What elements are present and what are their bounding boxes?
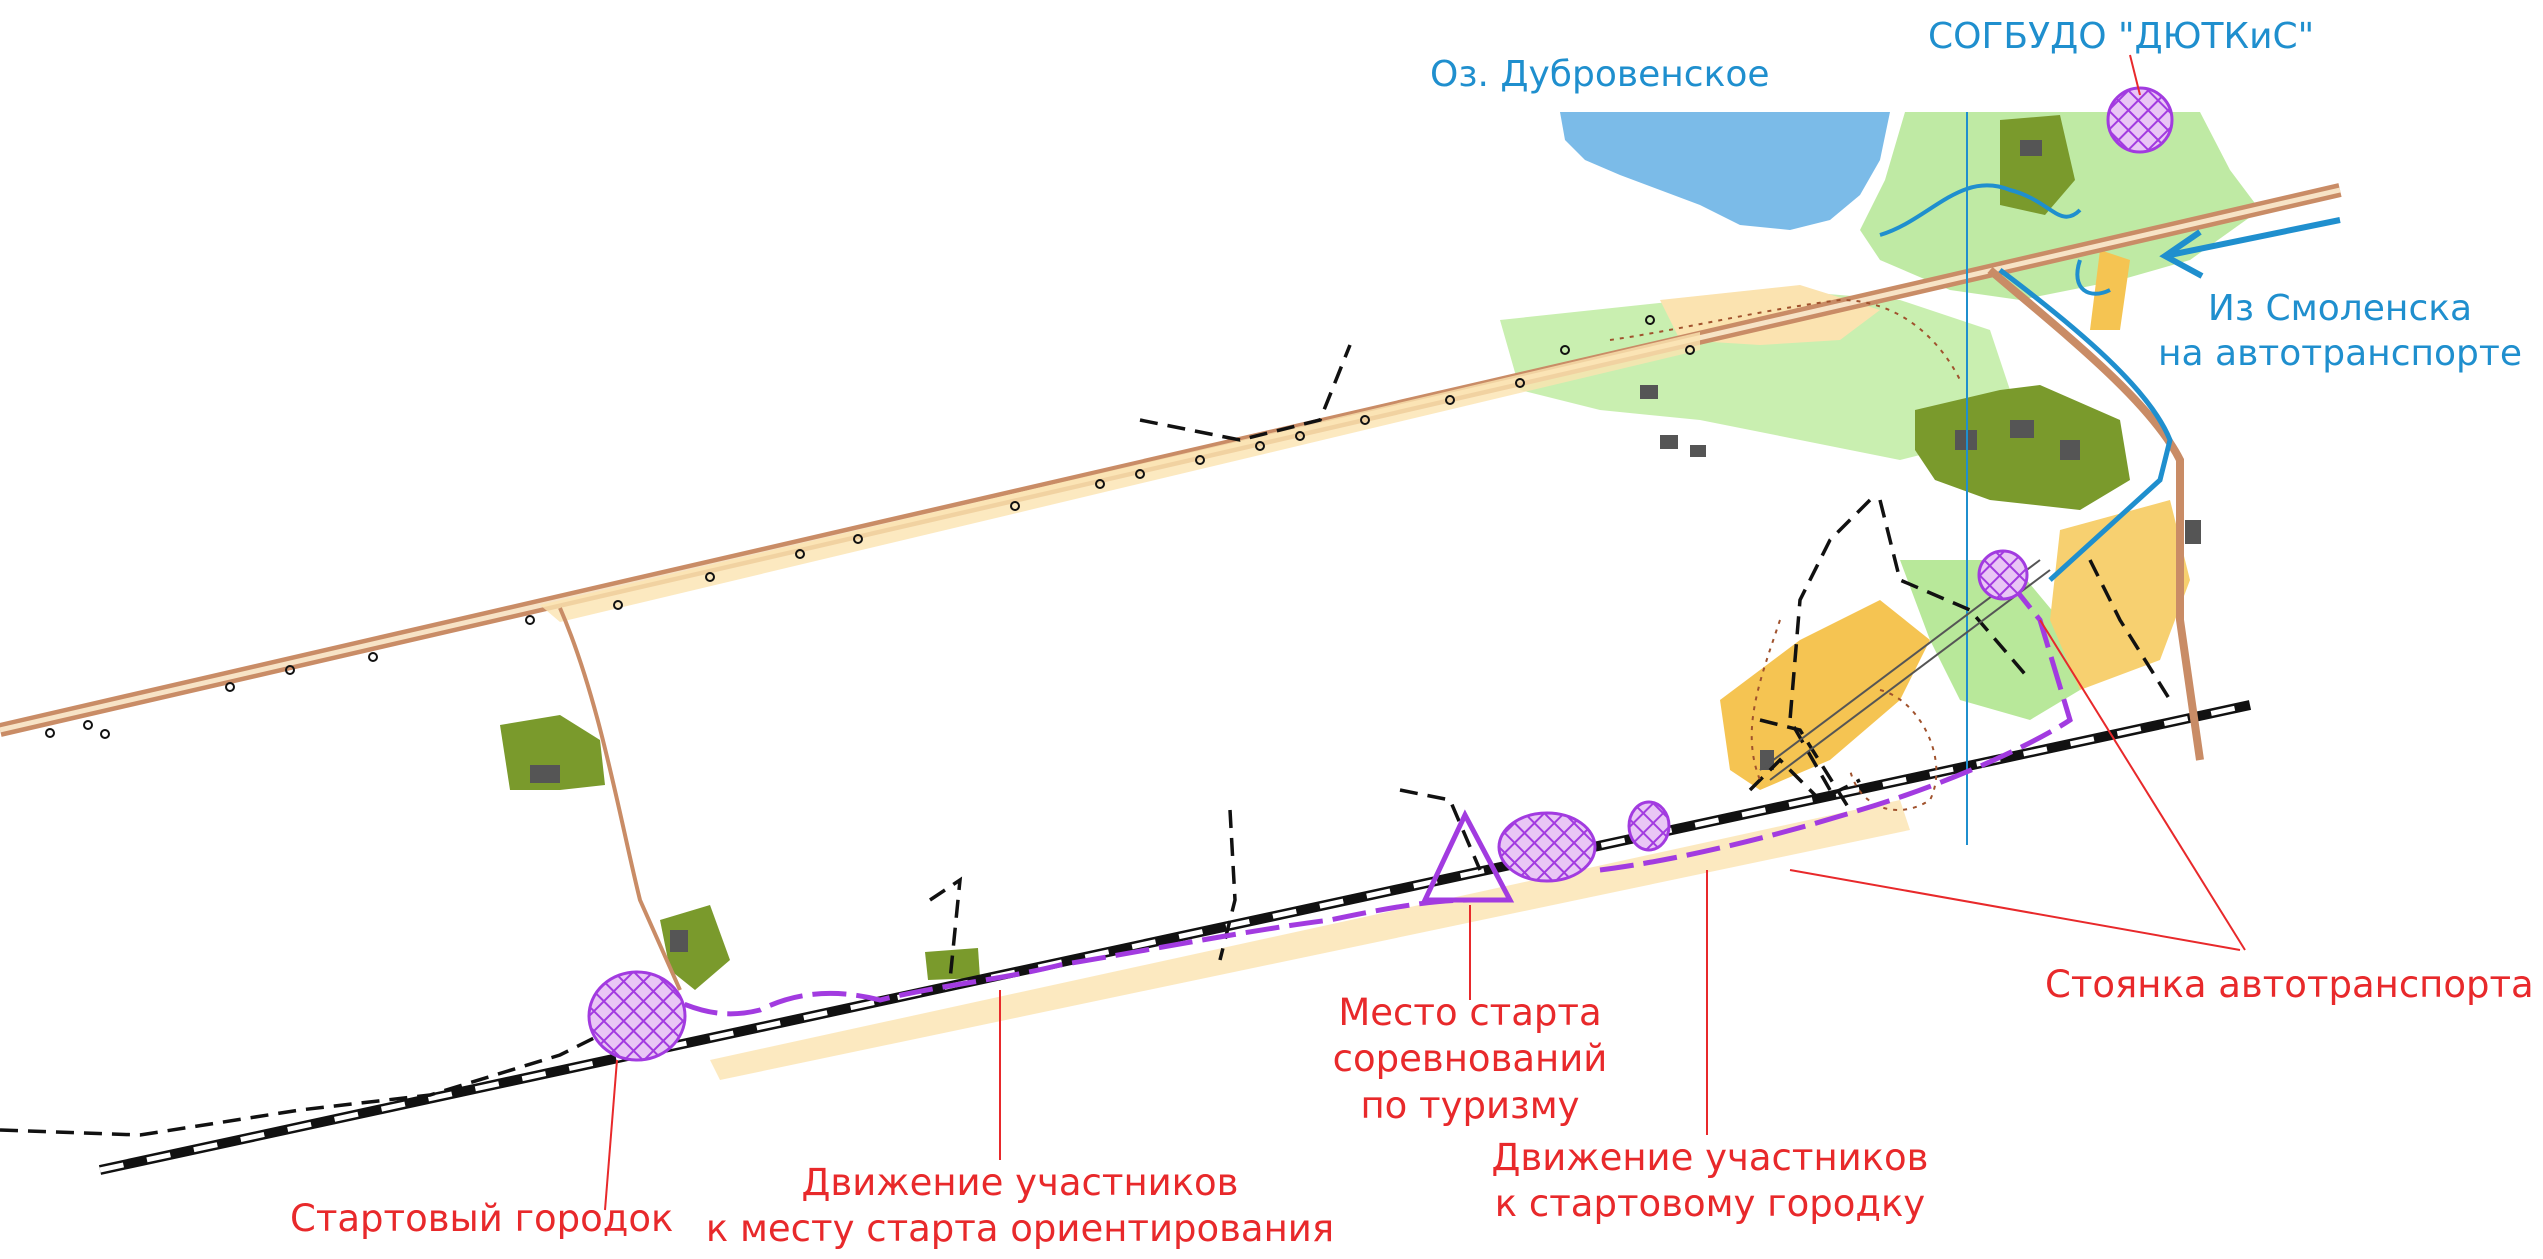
route-to-start-camp — [1599, 568, 2073, 873]
built-area-west — [500, 715, 605, 790]
to-camp-label: Движение участников к стартовому городку — [1460, 1135, 1960, 1228]
tourism-start-line-2: соревнований — [1332, 1037, 1608, 1081]
tourism-start-line-1: Место старта — [1338, 991, 1602, 1034]
from-city-line-2: на автотранспорте — [2157, 333, 2523, 374]
open-land-village — [2050, 500, 2190, 690]
start-camp-label: Стартовый городок — [290, 1197, 674, 1240]
triangle-icon — [1421, 809, 1515, 903]
built-area-north — [2000, 115, 2075, 215]
road-verge — [540, 332, 1700, 622]
to-orienteering-line-2: к месту старта ориентирования — [705, 1207, 1335, 1251]
built-area-south — [660, 905, 730, 990]
to-camp-line-1: Движение участников — [1491, 1136, 1929, 1179]
forest-area-north — [1860, 112, 2260, 300]
route-to-orienteering-start — [643, 897, 1471, 1017]
to-orienteering-line-1: Движение участников — [801, 1161, 1239, 1204]
side-road-west — [558, 607, 682, 991]
stream-north — [1879, 183, 2082, 237]
open-land-field — [1720, 600, 1930, 790]
trails — [1609, 298, 1961, 811]
lake-water — [1560, 112, 1890, 230]
point-features — [45, 315, 1695, 739]
from-city-label: Из Смоленска на автотранспорте — [2150, 286, 2530, 376]
school-label: СОГБУДО "ДЮТКиС" — [1928, 16, 2315, 57]
stream-loop — [2075, 259, 2111, 296]
road-east — [1987, 266, 2204, 761]
stream-east — [1998, 268, 2173, 582]
to-orienteering-label: Движение участников к месту старта ориен… — [700, 1160, 1340, 1253]
lake-label: Оз. Дубровенское — [1430, 54, 1770, 95]
from-city-line-1: Из Смоленска — [2207, 288, 2473, 329]
parking-label: Стоянка автотранспорта — [2045, 963, 2534, 1006]
forest-area-east — [1500, 290, 2010, 460]
tracks — [0, 344, 2172, 1137]
forest-area-south-east — [1900, 560, 2080, 720]
tourism-start-line-3: по туризму — [1360, 1083, 1580, 1127]
built-area-middle — [1915, 385, 2130, 510]
arrow-left-icon — [2159, 217, 2341, 279]
leader-lines — [604, 54, 2246, 1211]
power-line-2 — [1769, 569, 2051, 781]
crosshatch-zone-icon — [587, 86, 2174, 1062]
railway — [98, 700, 2252, 1175]
railway-dashes — [99, 702, 2251, 1173]
tourism-start-label: Место старта соревнований по туризму — [1255, 990, 1685, 1129]
to-camp-line-2: к стартовому городку — [1494, 1182, 1926, 1226]
